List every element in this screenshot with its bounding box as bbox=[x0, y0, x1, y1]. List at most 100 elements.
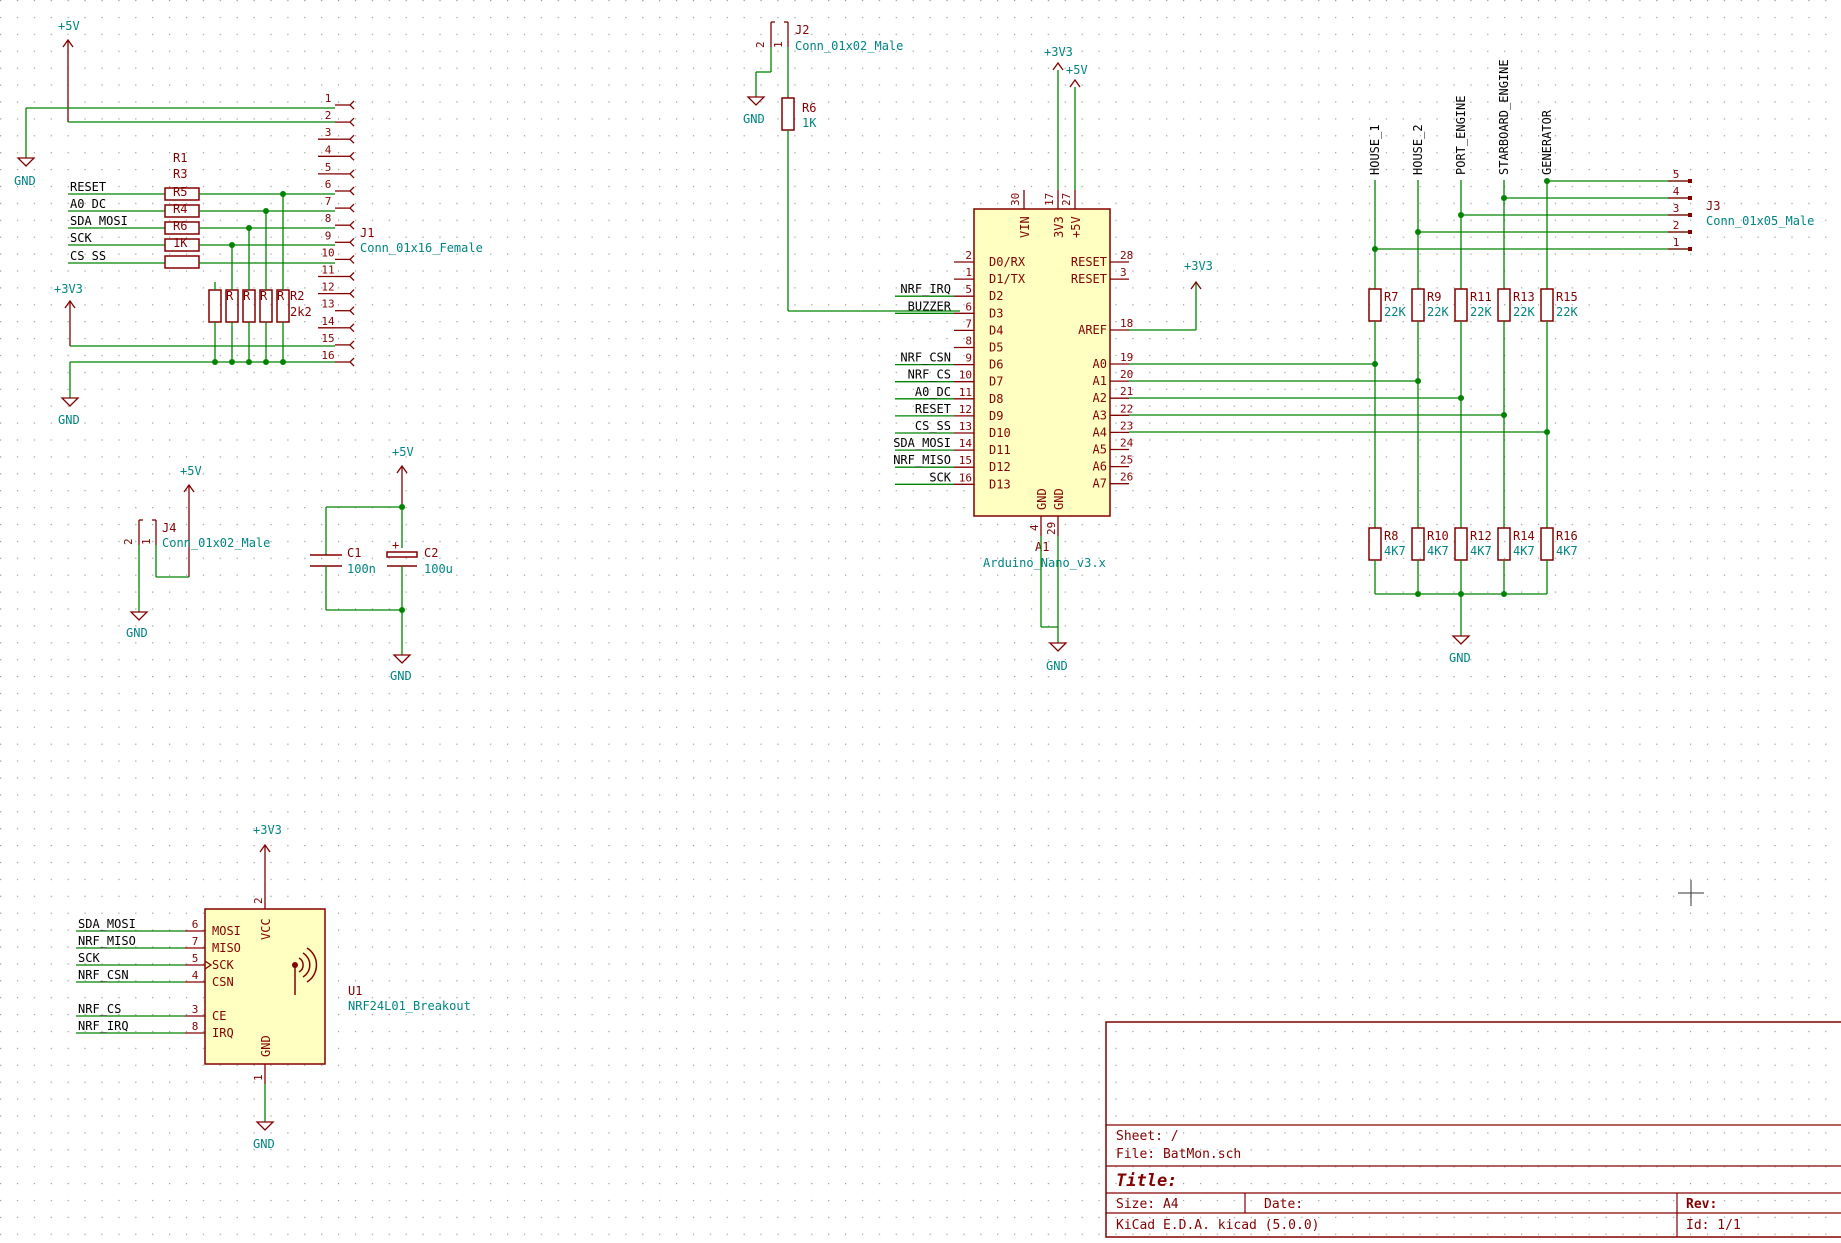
pin-name: A0 bbox=[1093, 357, 1107, 371]
net-label[interactable]: HOUSE_2 bbox=[1411, 124, 1425, 175]
j1-pin-number: 10 bbox=[321, 246, 334, 259]
net-label[interactable]: SDA_MOSI bbox=[893, 436, 951, 450]
power-5v-symbol[interactable]: +5V bbox=[392, 445, 414, 507]
j1-socket bbox=[349, 134, 355, 144]
j3-pin-number: 2 bbox=[1673, 219, 1680, 232]
net-label[interactable]: STARBOARD_ENGINE bbox=[1497, 59, 1511, 175]
power-label: +3V3 bbox=[1184, 259, 1213, 273]
pull-label: R bbox=[277, 289, 285, 303]
power-5v-symbol[interactable]: +5V bbox=[180, 464, 202, 577]
pin-name: RESET bbox=[1071, 255, 1107, 269]
power-label: GND bbox=[743, 112, 765, 126]
j1-value: Conn_01x16_Female bbox=[360, 241, 483, 255]
power-5v-symbol[interactable]: +5V bbox=[1066, 63, 1088, 88]
gnd-symbol[interactable]: GND bbox=[1046, 627, 1068, 673]
net-label[interactable]: RESET bbox=[915, 402, 951, 416]
j1-pin-number: 5 bbox=[325, 161, 332, 174]
j4-value: Conn_01x02_Male bbox=[162, 536, 270, 550]
resistor-value: 22K bbox=[1427, 305, 1449, 319]
j3-pin-head bbox=[1688, 247, 1692, 251]
pin-name: D8 bbox=[989, 392, 1003, 406]
net-label-reset[interactable]: RESET bbox=[70, 180, 106, 194]
junction bbox=[1501, 412, 1507, 418]
net-label[interactable]: PORT_ENGINE bbox=[1454, 96, 1468, 175]
pin-number: 13 bbox=[959, 420, 972, 433]
power-3v3-symbol[interactable]: +3V3 bbox=[1184, 259, 1213, 290]
net-label[interactable]: NRF_MISO bbox=[893, 453, 951, 467]
pin-number: 22 bbox=[1120, 402, 1133, 415]
j4-ref: J4 bbox=[162, 521, 176, 535]
r6-ref: R6 bbox=[173, 219, 187, 233]
pull-label: R bbox=[226, 289, 234, 303]
pin-number: 8 bbox=[192, 1020, 199, 1033]
power-label: GND bbox=[390, 669, 412, 683]
j2-pin: 2 bbox=[754, 41, 767, 48]
power-3v3-symbol[interactable]: +3V3 bbox=[253, 823, 282, 889]
resistor-ref: R16 bbox=[1556, 529, 1578, 543]
pull-label: R2 bbox=[290, 289, 304, 303]
gnd-symbol[interactable]: GND bbox=[253, 1084, 275, 1151]
pin-name: D7 bbox=[989, 375, 1003, 389]
net-label[interactable]: A0_DC bbox=[915, 385, 951, 399]
resistor-ref: R13 bbox=[1513, 290, 1535, 304]
pin-name: D6 bbox=[989, 358, 1003, 372]
gnd-symbol[interactable]: GND bbox=[1449, 594, 1471, 665]
gnd-symbol[interactable]: GND bbox=[743, 72, 766, 126]
pin-name: CSN bbox=[212, 975, 234, 989]
net-label[interactable]: NRF_IRQ bbox=[900, 282, 951, 296]
power-label: +5V bbox=[58, 19, 80, 33]
net-label[interactable]: NRF_CSN bbox=[900, 351, 951, 365]
gnd-symbol[interactable]: GND bbox=[390, 654, 412, 683]
net-label[interactable]: CS_SS bbox=[915, 419, 951, 433]
resistor-r6[interactable]: R6 1K bbox=[781, 97, 817, 131]
pin-number: 3 bbox=[1120, 266, 1127, 279]
j2-connector[interactable]: 2 1 J2 Conn_01x02_Male bbox=[754, 21, 903, 53]
j1-socket bbox=[349, 289, 355, 299]
net-label[interactable]: SCK bbox=[929, 470, 951, 484]
power-label: GND bbox=[126, 626, 148, 640]
net-label[interactable]: SCK bbox=[78, 951, 100, 965]
junction bbox=[1458, 395, 1464, 401]
gnd-symbol[interactable]: GND bbox=[126, 545, 149, 640]
pin-name: +5V bbox=[1069, 216, 1083, 238]
gnd-symbol[interactable]: GND bbox=[14, 107, 335, 188]
net-label-sdamosi[interactable]: SDA_MOSI bbox=[70, 214, 128, 228]
net-label[interactable]: HOUSE_1 bbox=[1368, 124, 1382, 175]
resistor-ref: R15 bbox=[1556, 290, 1578, 304]
net-label-csss[interactable]: CS_SS bbox=[70, 249, 106, 263]
net-label[interactable]: BUZZER bbox=[908, 299, 952, 313]
j4-connector[interactable]: 2 1 J4 Conn_01x02_Male bbox=[122, 519, 270, 550]
net-label[interactable]: NRF_CSN bbox=[78, 968, 129, 982]
net-label[interactable]: GENERATOR bbox=[1540, 109, 1554, 175]
net-label[interactable]: NRF_IRQ bbox=[78, 1019, 129, 1033]
power-3v3-symbol[interactable]: +3V3 bbox=[54, 282, 83, 346]
pin-name: A2 bbox=[1093, 391, 1107, 405]
resistor-ref: R10 bbox=[1427, 529, 1449, 543]
gnd-symbol[interactable]: GND bbox=[58, 361, 215, 427]
net-label[interactable]: NRF_CS bbox=[78, 1002, 121, 1016]
pin-name: A6 bbox=[1093, 460, 1107, 474]
net-label[interactable]: SDA_MOSI bbox=[78, 917, 136, 931]
pin-name: A5 bbox=[1093, 443, 1107, 457]
clock-marker bbox=[204, 960, 213, 970]
pin-number: 4 bbox=[1028, 524, 1041, 531]
c2-ref: C2 bbox=[424, 546, 438, 560]
j2-region: 2 1 J2 Conn_01x02_Male GND R6 1K bbox=[743, 21, 960, 312]
j1-socket bbox=[349, 203, 355, 213]
power-3v3-symbol[interactable]: +3V3 bbox=[1044, 45, 1073, 71]
pull-resistors[interactable]: R R R R R2 2k2 bbox=[208, 194, 312, 362]
power-label: +3V3 bbox=[253, 823, 282, 837]
j1-pin-number: 13 bbox=[321, 298, 334, 311]
net-label-sck[interactable]: SCK bbox=[70, 231, 92, 245]
net-label[interactable]: NRF_MISO bbox=[78, 934, 136, 948]
net-label-a0dc[interactable]: A0_DC bbox=[70, 197, 106, 211]
junction bbox=[1458, 212, 1464, 218]
j4-region: +5V 2 1 J4 Conn_01x02_Male GND +5V bbox=[122, 445, 453, 683]
net-label[interactable]: NRF_CS bbox=[908, 368, 951, 382]
